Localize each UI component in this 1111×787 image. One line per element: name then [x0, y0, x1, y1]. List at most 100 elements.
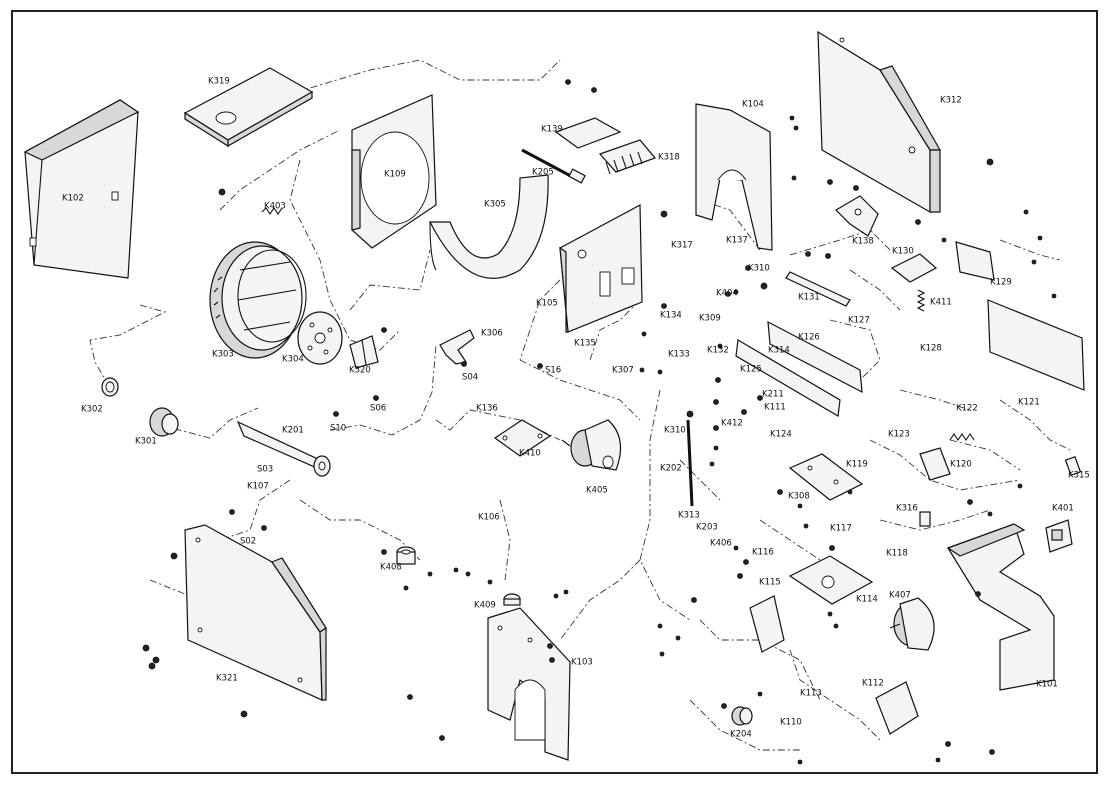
part-k102-bracket: [23, 99, 140, 279]
part-k410-plate: [493, 419, 552, 457]
part-k105-frame: [559, 204, 643, 333]
part-k204-roller: [731, 706, 753, 726]
part-k304-hub: [297, 311, 343, 365]
label-k306: K306: [481, 329, 503, 339]
label-s06: S06: [370, 404, 386, 414]
label-k202: K202: [660, 464, 682, 474]
part-k408-bushing: [396, 546, 416, 565]
part-k320-wedge: [349, 335, 379, 369]
label-k121: K121: [1018, 398, 1040, 408]
part-k315-pin: [1064, 456, 1082, 476]
label-k310-mid: K310: [664, 426, 686, 436]
label-k101: K101: [1036, 680, 1058, 690]
label-k304: K304: [282, 355, 304, 365]
label-k128: K128: [920, 344, 942, 354]
part-k305-curved-shield: [429, 174, 549, 279]
label-k113: K113: [800, 689, 822, 699]
label-k103: K103: [571, 658, 593, 668]
label-k315: K315: [1068, 471, 1090, 481]
label-k310-top: K310: [748, 264, 770, 274]
label-k410: K410: [519, 449, 541, 459]
label-k136: K136: [476, 404, 498, 414]
part-k120-bracket: [919, 447, 951, 481]
part-k201-shaft: [236, 420, 331, 477]
part-k138-bracket: [835, 195, 879, 237]
label-k110: K110: [780, 718, 802, 728]
label-k116: K116: [752, 548, 774, 558]
label-k404: K404: [716, 289, 738, 299]
part-k321-cover: [184, 524, 327, 701]
label-k119: K119: [846, 460, 868, 470]
label-k117: K117: [830, 524, 852, 534]
part-k131-bar: [785, 271, 851, 307]
part-k109-housing: [351, 94, 437, 249]
label-k314: K314: [768, 346, 790, 356]
part-k126-rail: [767, 320, 863, 394]
label-k205: K205: [532, 168, 554, 178]
label-k133: K133: [668, 350, 690, 360]
part-k319-plate: [183, 67, 314, 148]
label-k130: K130: [892, 247, 914, 257]
label-k321: K321: [216, 674, 238, 684]
label-k303: K303: [212, 350, 234, 360]
label-k319: K319: [208, 77, 230, 87]
label-k135: K135: [574, 339, 596, 349]
label-k112: K112: [862, 679, 884, 689]
label-k106: K106: [478, 513, 500, 523]
part-k112-plate: [875, 681, 919, 735]
part-k303-gear-wheel: [209, 241, 307, 359]
part-k405-motor: [561, 419, 622, 471]
label-k129: K129: [990, 278, 1012, 288]
label-k307: K307: [612, 366, 634, 376]
part-k114-plate: [788, 555, 874, 605]
part-right-panel: [987, 299, 1085, 391]
part-k205-shaft: [521, 148, 586, 184]
label-k405: K405: [586, 486, 608, 496]
label-s03: S03: [257, 465, 273, 475]
label-k305: K305: [484, 200, 506, 210]
part-labels: K102 K319 K403 K109 K305 K205 K139 K318 …: [62, 77, 1090, 740]
label-k122: K122: [956, 404, 978, 414]
label-k105: K105: [536, 299, 558, 309]
label-k102: K102: [62, 194, 84, 204]
label-k132: K132: [707, 346, 729, 356]
label-k111: K111: [764, 403, 786, 413]
label-k316: K316: [896, 504, 918, 514]
label-k312: K312: [940, 96, 962, 106]
part-k407-motor: [889, 597, 935, 651]
label-k114: K114: [856, 595, 878, 605]
label-k301: K301: [135, 437, 157, 447]
part-k119-plate: [788, 453, 864, 501]
label-k201: K201: [282, 426, 304, 436]
part-k301-pinion: [149, 407, 179, 437]
label-k118: K118: [886, 549, 908, 559]
label-k138: K138: [852, 237, 874, 247]
label-k124: K124: [770, 430, 792, 440]
part-k125-rail: [735, 339, 841, 417]
label-k125: K125: [740, 365, 762, 375]
part-k302-washer: [101, 377, 119, 397]
part-spring-right: [949, 433, 975, 441]
screws: [142, 79, 1057, 765]
part-k129-bracket: [955, 241, 995, 281]
label-k401: K401: [1052, 504, 1074, 514]
label-k317: K317: [671, 241, 693, 251]
label-k104: K104: [742, 100, 764, 110]
label-k403: K403: [264, 202, 286, 212]
label-k412: K412: [721, 419, 743, 429]
label-k109: K109: [384, 170, 406, 180]
part-k403-spring: [261, 207, 283, 215]
label-k120: K120: [950, 460, 972, 470]
label-k309: K309: [699, 314, 721, 324]
label-k406: K406: [710, 539, 732, 549]
label-k115: K115: [759, 578, 781, 588]
label-k409: K409: [474, 601, 496, 611]
part-k113-bracket: [749, 595, 785, 653]
part-k103-frame: [487, 607, 571, 761]
label-k137: K137: [726, 236, 748, 246]
part-k411-spring: [916, 289, 926, 312]
part-k409-cap: [503, 593, 521, 606]
label-k203: K203: [696, 523, 718, 533]
label-k308: K308: [788, 492, 810, 502]
